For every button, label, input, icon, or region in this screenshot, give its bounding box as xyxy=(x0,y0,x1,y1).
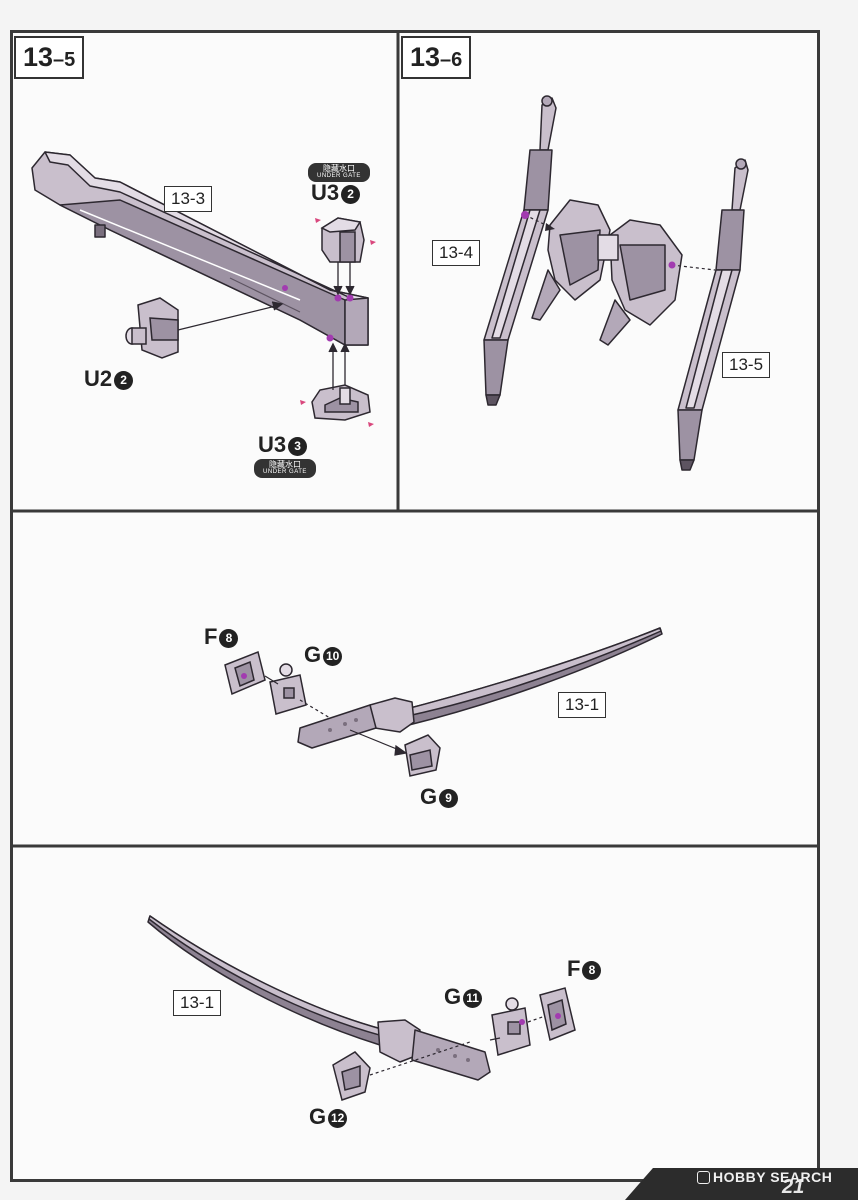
assembly-arrows-p3 xyxy=(264,675,408,756)
f8-part-p4 xyxy=(539,987,576,1042)
assembly-arrows-p4 xyxy=(369,1015,546,1076)
katana-left-sheathed xyxy=(483,95,557,406)
gate-markers-p1 xyxy=(300,218,376,427)
sheath-body xyxy=(31,151,369,346)
step-tag-13-5: 13–5 xyxy=(14,36,85,79)
ref-label-13-1: 13-1 xyxy=(558,692,607,718)
katana-blade-p3 xyxy=(297,627,663,749)
u3-top-part xyxy=(320,217,365,263)
page-number: 21 xyxy=(782,1176,805,1198)
katana-right-sheathed xyxy=(677,158,749,471)
step-tag-13-6: 13–6 xyxy=(401,36,472,79)
ref-label-13-1: 13-1 xyxy=(173,990,222,1016)
ref-label-13-3: 13-3 xyxy=(164,186,213,212)
f8-part-p3 xyxy=(224,650,266,696)
waist-mount-unit xyxy=(531,199,683,346)
watermark-logo-icon xyxy=(697,1171,710,1184)
katana-blade-p4 xyxy=(147,915,491,1081)
ref-label-13-5: 13-5 xyxy=(722,352,771,378)
footer-bar xyxy=(625,1168,858,1200)
g10-part-p3 xyxy=(269,663,307,715)
g11-part-p4 xyxy=(491,997,531,1056)
assembly-arrows-p2 xyxy=(521,211,716,271)
g12-part-p4 xyxy=(332,1051,371,1101)
ref-label-13-4: 13-4 xyxy=(432,240,481,266)
g9-part-p3 xyxy=(404,734,441,777)
u3-bottom-part xyxy=(311,384,371,421)
watermark: HOBBY SEARCH xyxy=(697,1169,832,1185)
u2-part xyxy=(125,297,179,359)
assembly-arrows-p1 xyxy=(177,262,355,390)
